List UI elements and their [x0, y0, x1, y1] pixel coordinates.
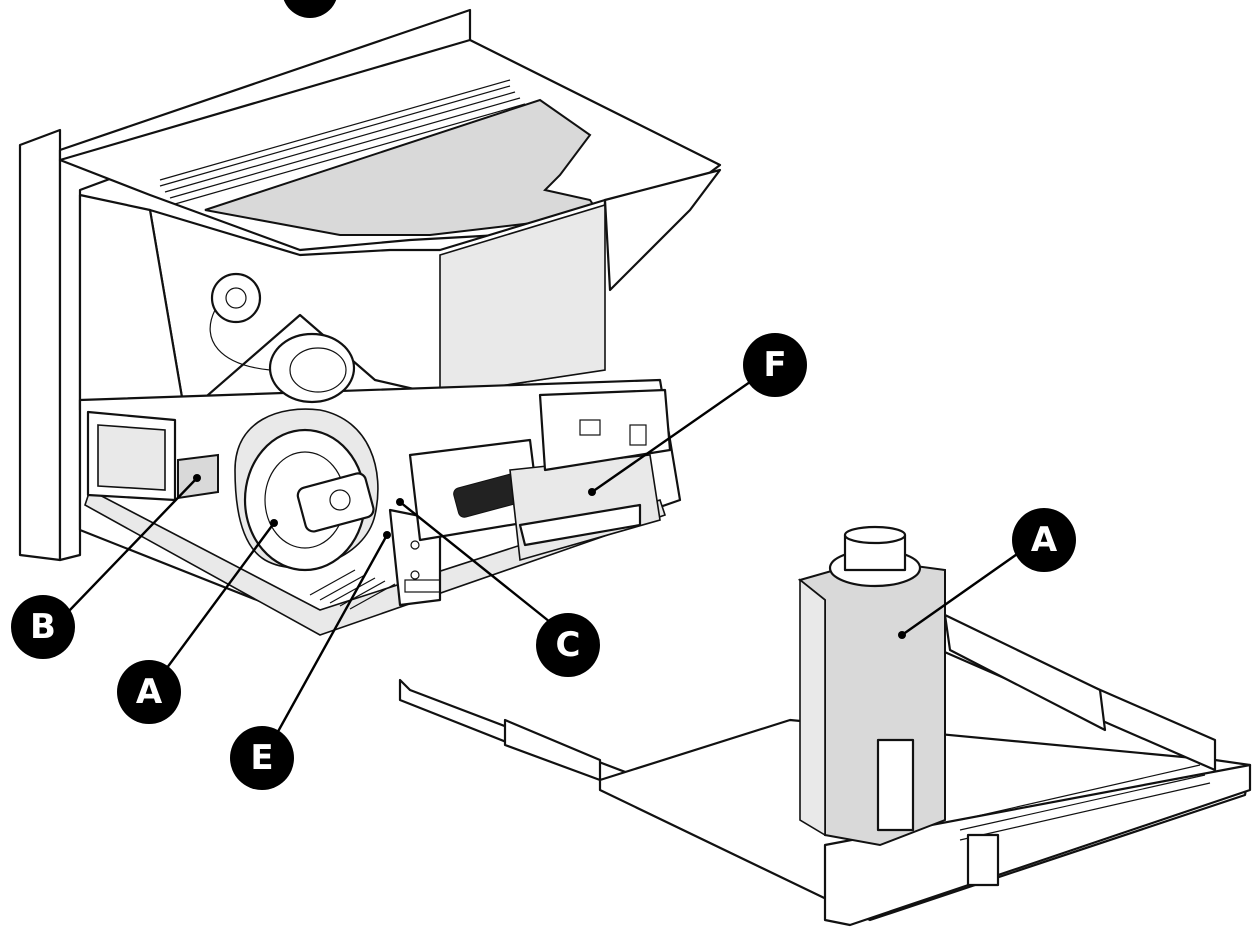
callout-e-circle [230, 726, 294, 790]
callout-a-right-circle [1012, 508, 1076, 572]
callout-f: F [743, 333, 807, 397]
tray-slats [309, 569, 396, 610]
callout-f-label: F [763, 345, 786, 385]
callout-b-label: B [30, 607, 56, 647]
leader-c [399, 501, 561, 631]
callout-c: C [536, 613, 600, 677]
left-box-inner [97, 424, 166, 491]
callout-a-right-label: A [1031, 520, 1058, 560]
pressure-switch [210, 272, 262, 324]
base-tray-bottom [84, 488, 667, 636]
callout-f-circle [743, 333, 807, 397]
leader-a2 [901, 544, 1031, 636]
back-panel [18, 128, 62, 562]
callout-a-left: A [117, 660, 181, 724]
callout-e-label: E [250, 738, 273, 778]
callout-a-left-label: A [136, 672, 163, 712]
right-rail [943, 613, 1107, 732]
leader-b [67, 477, 198, 613]
callout-b-circle [11, 595, 75, 659]
vent-slots [159, 79, 526, 205]
hopper-chute [603, 168, 722, 292]
callout-b: B [11, 595, 75, 659]
auger-motor [408, 438, 661, 562]
callout-top-partial [283, 0, 337, 18]
hopper-right-face [439, 203, 606, 396]
left-rail-slide [503, 718, 602, 782]
leader-e [263, 534, 389, 756]
callout-c-circle [536, 613, 600, 677]
callout-a-right: A [1012, 508, 1076, 572]
tray-front [823, 763, 1252, 927]
callout-c-label: C [556, 625, 581, 665]
tray-grille [959, 764, 1211, 841]
drawer-assembly [398, 525, 1252, 927]
flue-column [797, 525, 946, 847]
top-window [204, 98, 602, 236]
control-panel [538, 388, 672, 472]
callout-a-left-circle [117, 660, 181, 724]
leader-a1 [157, 522, 275, 681]
stove-assembly [18, 8, 722, 636]
callout-e: E [230, 726, 294, 790]
leader-lines [67, 374, 1031, 756]
front-bracket [966, 833, 1000, 887]
leader-f [591, 374, 761, 493]
